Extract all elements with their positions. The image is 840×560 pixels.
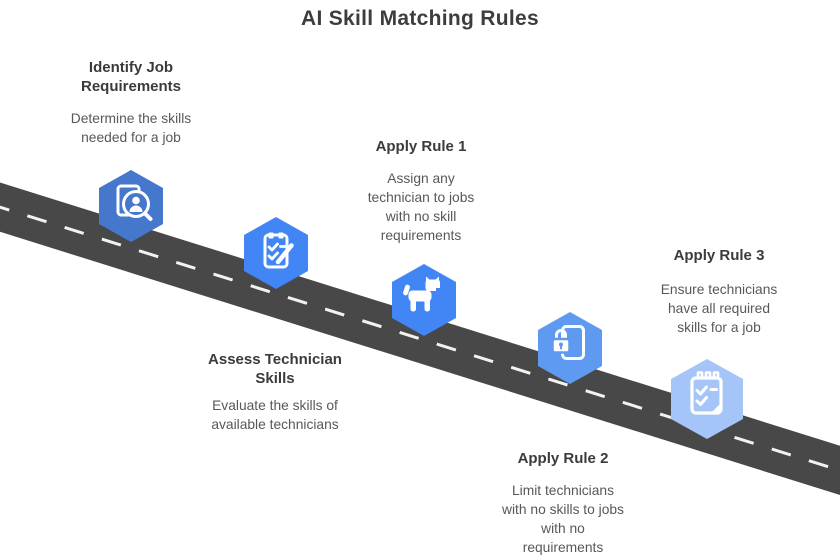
step-heading-apply-rule-2: Apply Rule 2 [517,450,609,467]
step-heading-identify-job: Identify Job Requirements [80,59,182,95]
checklist-document-icon [690,371,723,415]
step-hexagon-assess-skills [244,217,308,289]
step-description-apply-rule-3: Ensure technicians have all required ski… [660,282,778,335]
page-title: AI Skill Matching Rules [301,7,539,30]
step-hexagon-identify-job [99,170,163,242]
step-description-apply-rule-1: Assign any technician to jobs with no sk… [367,171,475,243]
step-description-identify-job: Determine the skills needed for a job [70,111,192,145]
step-heading-apply-rule-3: Apply Rule 3 [673,247,765,264]
document-search-icon [116,184,153,221]
step-hexagon-apply-rule-1 [392,264,456,336]
dog-icon [403,276,441,312]
step-hexagon-apply-rule-2 [538,312,602,384]
step-description-apply-rule-2: Limit technicians with no skills to jobs… [502,483,624,555]
step-heading-apply-rule-1: Apply Rule 1 [375,138,467,155]
step-description-assess-skills: Evaluate the skills of available technic… [211,398,339,432]
step-hexagon-apply-rule-3 [671,359,743,439]
clipboard-pencil-icon [263,232,294,269]
step-heading-assess-skills: Assess Technician Skills [208,351,342,387]
locked-document-icon [551,325,585,360]
